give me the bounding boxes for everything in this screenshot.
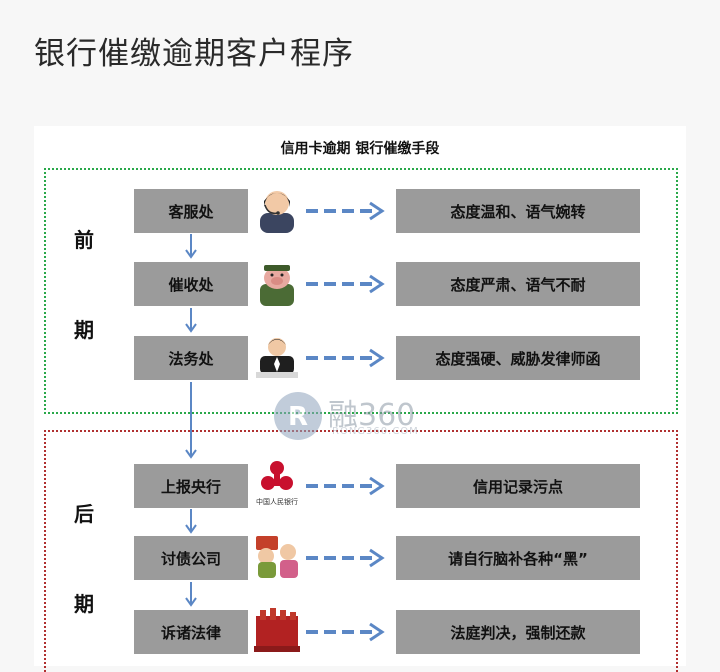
infographic-title: 信用卡逾期 银行催缴手段 [280,141,440,157]
late-phase-char-2: 期 [74,592,94,616]
result-box-credit-record: 信用记录污点 [396,464,640,508]
lawyer-icon [256,338,298,378]
rong360-watermark: R 融360 RONG360.COM [272,388,452,446]
dept-box-debt-collection-company: 讨债公司 [134,536,248,580]
result-box-court: 法庭判决，强制还款 [396,610,640,654]
svg-text:R: R [288,402,308,432]
dashed-arrow-icon [306,201,385,221]
late-phase-char-1: 后 [74,502,94,526]
dept-box-customer-service: 客服处 [134,189,248,233]
dashed-arrow-icon [306,348,385,368]
pboc-logo-icon: 中国人民银行 [256,461,298,506]
late-phase-box [44,430,678,672]
rong360-logo-icon: R [274,392,322,440]
dashed-arrow-icon [306,476,385,496]
dept-box-report-central-bank: 上报央行 [134,464,248,508]
early-phase-box [44,168,678,414]
collector-icon [260,265,294,306]
down-arrow-icon [185,509,197,534]
dashed-arrow-icon [306,548,385,568]
dashed-arrow-icon [306,274,385,294]
result-box-serious: 态度严肃、语气不耐 [396,262,640,306]
down-arrow-icon [185,308,197,333]
dept-box-legal: 法务处 [134,336,248,380]
early-phase-char-1: 前 [74,228,94,252]
pboc-logo-text: 中国人民银行 [256,497,298,506]
dept-box-collection: 催收处 [134,262,248,306]
customer-service-agent-icon [260,191,294,233]
infographic: 信用卡逾期 银行催缴手段 前 期 客服处 催收处 法务处 态度温和、语气婉转 态… [34,126,686,672]
watermark-subtext: RONG360.COM [332,426,419,437]
court-building-icon [254,608,300,652]
watermark-text: 融360 [328,398,416,433]
page-title: 银行催缴逾期客户程序 [34,36,354,72]
early-phase-char-2: 期 [74,318,94,342]
down-arrow-icon [185,234,197,259]
dept-box-legal-action: 诉诸法律 [134,610,248,654]
debt-collector-icon [256,536,298,578]
result-box-gentle: 态度温和、语气婉转 [396,189,640,233]
down-arrow-long-icon [185,382,197,459]
down-arrow-icon [185,582,197,607]
result-box-firm: 态度强硬、威胁发律师函 [396,336,640,380]
result-box-black: 请自行脑补各种“黑” [396,536,640,580]
dashed-arrow-icon [306,622,385,642]
